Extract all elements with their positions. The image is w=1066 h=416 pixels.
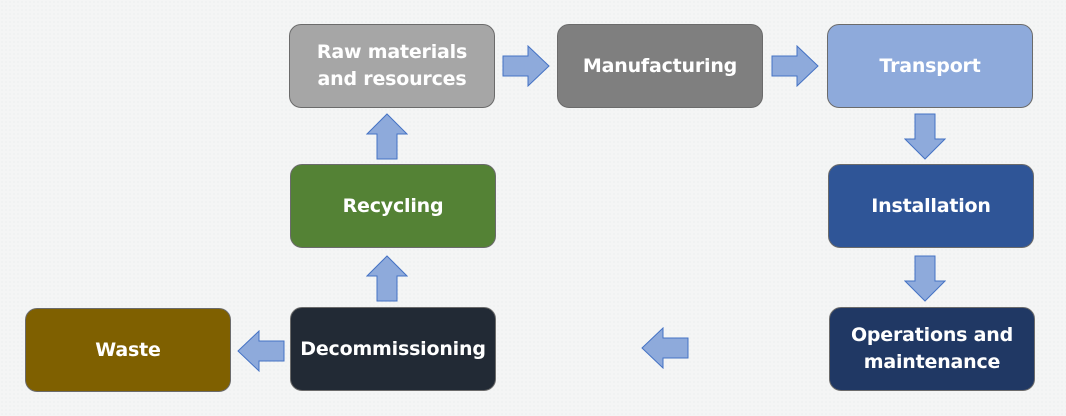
node-installation: Installation: [828, 164, 1034, 248]
arrow-right-icon: [771, 45, 819, 87]
arrow-up-icon: [366, 113, 408, 160]
arrow-left-icon: [641, 327, 689, 369]
arrow-down-icon: [904, 255, 946, 302]
node-raw-materials-line1: Raw materials: [316, 41, 468, 63]
node-operations-maintenance: Operations and maintenance: [829, 307, 1035, 391]
node-waste-label: Waste: [95, 338, 161, 361]
arrow-down-icon: [904, 113, 946, 160]
node-manufacturing: Manufacturing: [557, 24, 763, 108]
node-raw-materials-line2: and resources: [317, 68, 467, 90]
node-recycling: Recycling: [290, 164, 496, 248]
node-recycling-label: Recycling: [342, 194, 444, 217]
arrow-left-icon: [237, 330, 285, 372]
node-raw-materials: Raw materials and resources: [289, 24, 495, 108]
node-decommissioning-label: Decommissioning: [300, 337, 486, 360]
node-manufacturing-label: Manufacturing: [582, 54, 738, 77]
node-operations-line1: Operations and: [850, 324, 1014, 346]
node-transport-label: Transport: [879, 54, 981, 77]
node-operations-line2: maintenance: [863, 351, 1001, 373]
node-waste: Waste: [25, 308, 231, 392]
arrow-right-icon: [502, 45, 550, 87]
node-transport: Transport: [827, 24, 1033, 108]
node-installation-label: Installation: [871, 194, 991, 217]
arrow-up-icon: [366, 255, 408, 302]
node-decommissioning: Decommissioning: [290, 307, 496, 391]
